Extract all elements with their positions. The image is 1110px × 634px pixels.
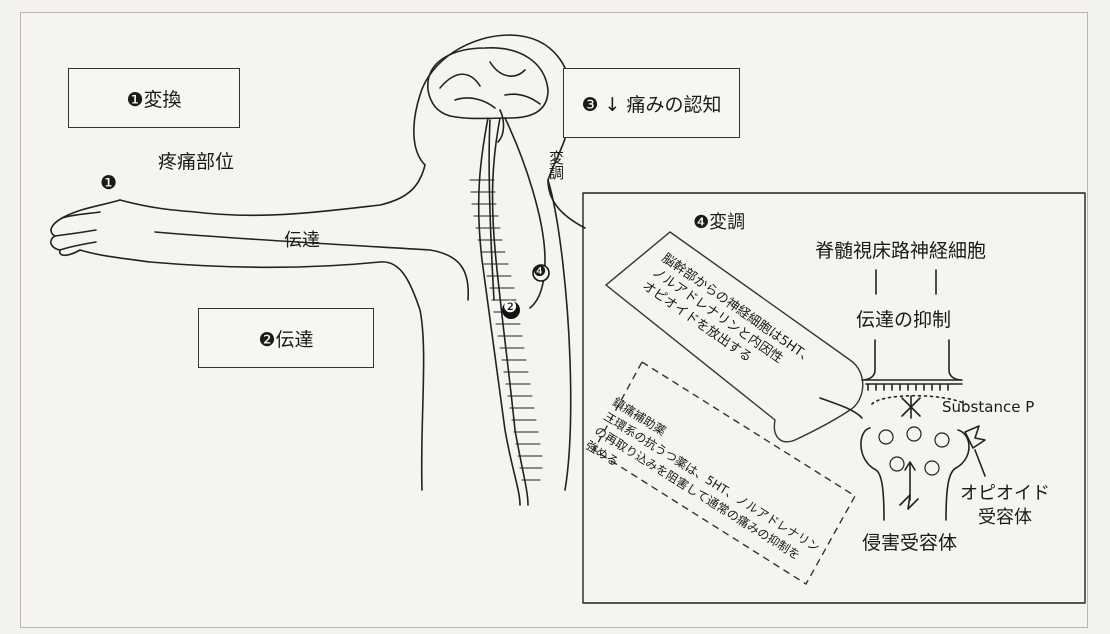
nociceptor-zigzag bbox=[900, 495, 918, 509]
transduction-box: ❶変換 bbox=[68, 68, 240, 128]
modulation-title: ❹変調 bbox=[693, 208, 745, 234]
opioid-receptor-shape bbox=[965, 426, 985, 448]
hand-outline bbox=[51, 200, 120, 255]
spinothalamic-neuron-label: 脊髄視床路神経細胞 bbox=[815, 236, 986, 263]
back-outline bbox=[548, 180, 571, 490]
modulation-vertical-label: 変調 bbox=[546, 150, 567, 180]
substance-p-label: Substance P bbox=[942, 398, 1034, 416]
transmission-label: 伝達 bbox=[284, 226, 320, 252]
opioid-receptor-label: オピオイド 受容体 bbox=[960, 482, 1050, 530]
opioid-pointer bbox=[975, 450, 985, 476]
fingers-outline bbox=[55, 212, 100, 250]
marker-4: ❹ bbox=[533, 262, 546, 280]
transmission-box-label: ❷伝達 bbox=[258, 325, 313, 352]
perception-box: ❸ ↓ 痛みの認知 bbox=[563, 68, 740, 138]
transmission-box: ❷伝達 bbox=[198, 308, 374, 368]
perception-label: ❸ ↓ 痛みの認知 bbox=[581, 90, 721, 117]
brain-folds bbox=[440, 62, 540, 108]
arm-lower-outline bbox=[80, 250, 424, 490]
nociceptor-label: 侵害受容体 bbox=[862, 528, 957, 555]
marker-2: ❷ bbox=[503, 297, 517, 316]
inhibition-x bbox=[902, 396, 920, 418]
pain-site-label: 疼痛部位 bbox=[158, 147, 234, 174]
postsynaptic-terminal bbox=[862, 340, 962, 380]
receptor-comb bbox=[866, 384, 962, 390]
transmission-inhibition-label: 伝達の抑制 bbox=[856, 305, 951, 332]
presynaptic-terminal bbox=[861, 428, 969, 520]
transduction-label: ❶変換 bbox=[126, 85, 181, 112]
marker-1: ❶ bbox=[100, 172, 117, 194]
neuron-axon bbox=[876, 270, 936, 294]
body-outline bbox=[120, 35, 585, 228]
